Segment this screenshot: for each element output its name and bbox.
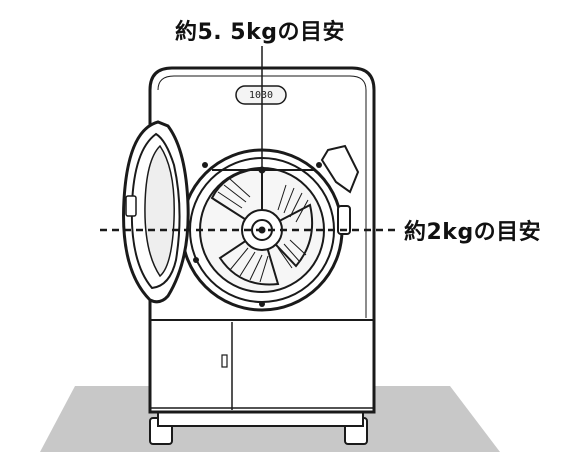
level-marker-lower <box>258 226 266 234</box>
open-door <box>122 120 190 304</box>
door-frame-screws <box>193 162 322 307</box>
detergent-cap <box>320 144 360 194</box>
lower-panel-handle <box>221 354 228 368</box>
cabinet-inner-line <box>157 75 367 318</box>
level-marker-upper <box>258 166 266 174</box>
display-readout: 1030 <box>248 90 274 101</box>
load-level-label-upper: 約5. 5kgの目安 <box>174 20 345 45</box>
control-display <box>235 85 287 105</box>
drum-lifter <box>218 228 280 286</box>
load-level-label-lower: 約2kgの目安 <box>404 220 542 245</box>
drum-lifter <box>260 203 314 268</box>
side-latch <box>337 205 351 235</box>
base-plinth <box>157 411 364 427</box>
